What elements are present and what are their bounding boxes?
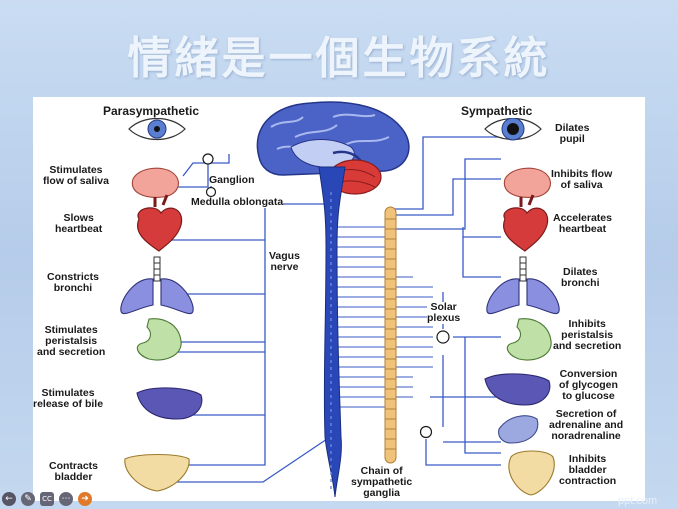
diagram-drawing	[120, 101, 560, 498]
salivary-gland-left	[131, 167, 179, 198]
right-label-saliva: Inhibits flow of saliva	[551, 168, 613, 191]
heart-left	[137, 194, 183, 252]
ganglion-circles	[202, 153, 450, 439]
nervous-system-diagram: Parasympathetic Sympathetic Ganglion Med…	[33, 97, 645, 501]
spinal-cord	[318, 166, 346, 498]
slide-title: 情緒是一個生物系統	[127, 33, 551, 84]
sympathetic-chain-label: Chain of sympathetic ganglia	[351, 465, 413, 499]
left-label-heartbeat: Slows heartbeat	[55, 212, 103, 235]
lungs-left	[120, 256, 194, 315]
right-label-adrenaline: Secretion of adrenaline and noradrenalin…	[549, 408, 624, 442]
more-options-icon[interactable]: ⋯	[59, 492, 73, 506]
left-label-peristalsis: Stimulates peristalsis and secretion	[37, 324, 106, 358]
back-arrow-icon[interactable]: ←	[2, 492, 16, 506]
stomach-left	[136, 318, 182, 361]
bladder-left	[124, 454, 190, 492]
sympathetic-chain	[384, 206, 397, 464]
vagus-nerve-label: Vagus nerve	[269, 250, 300, 273]
right-label-bladder: Inhibits bladder contraction	[559, 453, 617, 487]
next-arrow-icon[interactable]: ➜	[78, 492, 92, 506]
lungs-right	[486, 256, 560, 315]
eye-right	[484, 117, 542, 141]
parasympathetic-header: Parasympathetic	[103, 104, 200, 118]
pen-icon[interactable]: ✎	[21, 492, 35, 506]
left-label-saliva: Stimulates flow of saliva	[43, 164, 109, 187]
liver-right	[484, 373, 551, 406]
eye-left	[128, 118, 186, 140]
right-label-glycogen: Conversion of glycogen to glucose	[559, 368, 618, 402]
right-label-peristalsis: Inhibits peristalsis and secretion	[553, 318, 622, 352]
sympathetic-header: Sympathetic	[461, 104, 533, 118]
medulla-label: Medulla oblongata	[191, 196, 284, 208]
right-label-bronchi: Dilates bronchi	[561, 266, 600, 289]
right-label-heartbeat: Accelerates heartbeat	[553, 212, 612, 235]
adrenal-gland	[498, 415, 539, 444]
liver-left	[136, 387, 203, 420]
left-label-bronchi: Constricts bronchi	[47, 271, 99, 294]
left-label-bile: Stimulates release of bile	[33, 387, 104, 410]
stomach-right	[506, 318, 552, 361]
brain-illustration	[256, 101, 410, 195]
heart-right	[503, 194, 549, 252]
ganglion-label: Ganglion	[209, 174, 255, 186]
captions-icon[interactable]: CC	[40, 492, 54, 506]
left-label-bladder: Contracts bladder	[49, 460, 99, 483]
bladder-right	[508, 450, 555, 496]
right-label-pupil: Dilates pupil	[555, 122, 590, 145]
watermark-text: ppt.com	[618, 495, 658, 507]
salivary-gland-right	[503, 167, 551, 198]
solar-plexus-label: Solar plexus	[427, 301, 461, 324]
